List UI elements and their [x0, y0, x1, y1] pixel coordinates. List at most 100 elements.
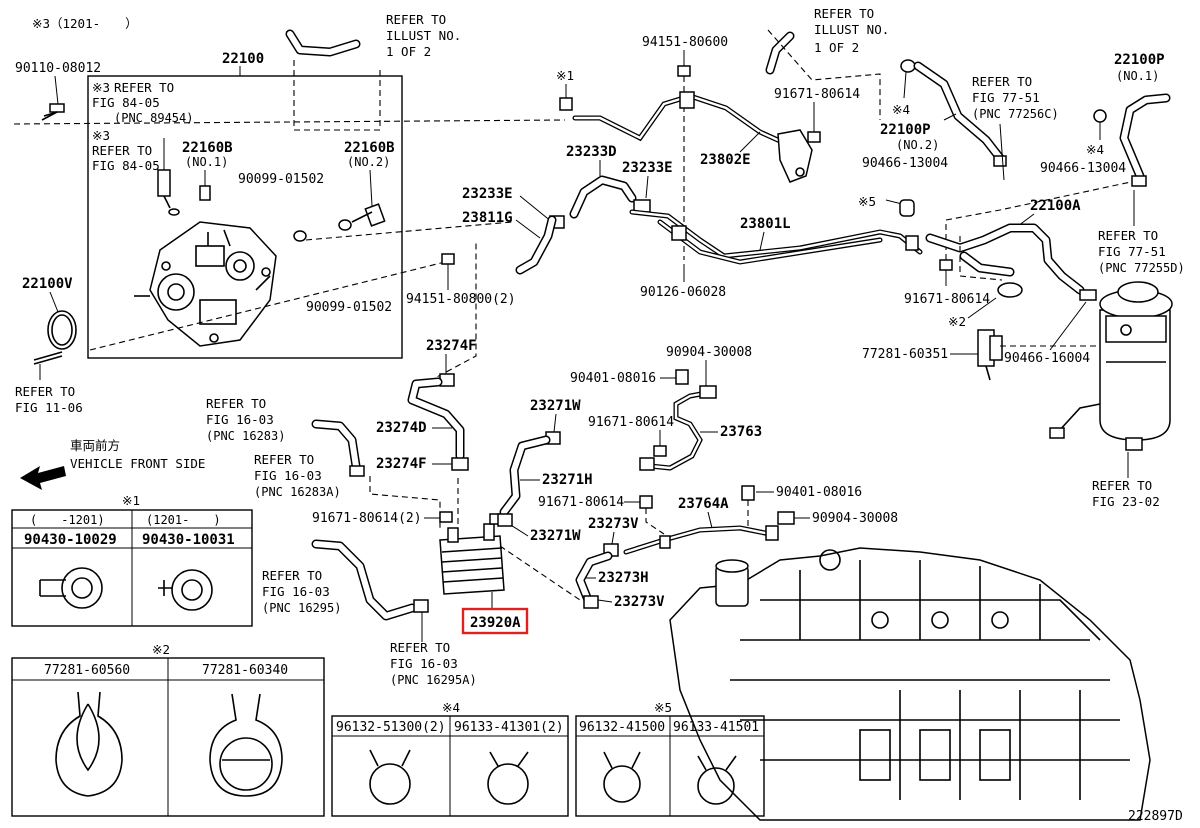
svg-text:REFER TO: REFER TO — [262, 568, 322, 583]
svg-text:REFER TO: REFER TO — [386, 12, 446, 27]
refer-fig2302[interactable]: REFER TO FIG 23-02 — [1092, 478, 1160, 509]
bolt-91671-c-icon — [653, 445, 667, 457]
clamp-90430-10029-icon — [39, 567, 103, 609]
refer-fig1603-d[interactable]: REFER TO FIG 16-03 (PNC 16295A) — [390, 640, 477, 687]
refer-illust-a[interactable]: REFER TO ILLUST NO. 1 OF 2 — [386, 12, 461, 59]
table1-col2-range: (1201- ) — [146, 513, 221, 527]
svg-text:(PNC 16283): (PNC 16283) — [206, 429, 285, 443]
svg-text:REFER TO: REFER TO — [254, 452, 314, 467]
label-94151-80600[interactable]: 94151-80600 — [642, 35, 728, 50]
label-90401-08016-a[interactable]: 90401-08016 — [570, 371, 656, 386]
label-90126-06028[interactable]: 90126-06028 — [640, 285, 726, 300]
hose-22100p-no1-icon — [1119, 93, 1171, 187]
refer-fig8405-b[interactable]: REFER TO FIG 84-05 — [92, 143, 160, 173]
label-91671-80614-a[interactable]: 91671-80614 — [774, 87, 860, 102]
svg-text:ILLUST NO.: ILLUST NO. — [386, 28, 461, 43]
svg-text:(PNC 16295): (PNC 16295) — [262, 601, 341, 615]
svg-text:REFER TO: REFER TO — [1098, 228, 1158, 243]
refer-illust-b[interactable]: REFER TO ILLUST NO. 1 OF 2 — [814, 6, 889, 55]
table4-col2[interactable]: 96133-41301(2) — [454, 720, 564, 735]
svg-text:REFER TO: REFER TO — [390, 640, 450, 655]
label-22160b-no2[interactable]: 22160B — [344, 140, 395, 156]
label-23802e[interactable]: 23802E — [700, 152, 751, 168]
label-90099-01502-a[interactable]: 90099-01502 — [238, 172, 324, 187]
refer-fig8405-a[interactable]: REFER TO FIG 84-05 (PNC 89454) — [92, 80, 193, 125]
marker-2: ※2 — [948, 314, 966, 329]
refer-fig1603-a[interactable]: REFER TO FIG 16-03 (PNC 16283) — [206, 396, 285, 443]
label-23801l[interactable]: 23801L — [740, 216, 791, 232]
label-90401-08016-b[interactable]: 90401-08016 — [776, 485, 862, 500]
clamp-23271w-b-icon — [497, 513, 513, 527]
label-23811g[interactable]: 23811G — [462, 210, 513, 226]
label-91671-80614-d[interactable]: 91671-80614 — [538, 495, 624, 510]
label-23273v-b[interactable]: 23273V — [614, 594, 665, 610]
label-22100v[interactable]: 22100V — [22, 276, 73, 292]
table1-col1[interactable]: 90430-10029 — [24, 532, 117, 548]
label-23764a[interactable]: 23764A — [678, 496, 729, 512]
sensor-22160b-no1-icon — [157, 138, 211, 216]
table5-marker: ※5 — [654, 700, 672, 715]
fuel-pump-inset-box — [87, 75, 403, 359]
diagram-id: 222897D — [1128, 809, 1183, 824]
clamp-96133-41501-icon — [697, 755, 737, 805]
clamp-marker5-icon — [899, 199, 915, 217]
label-90466-13004-b[interactable]: 90466-13004 — [1040, 161, 1126, 176]
table4-col1[interactable]: 96132-51300(2) — [336, 720, 446, 735]
refer-fig1603-c[interactable]: REFER TO FIG 16-03 (PNC 16295) — [262, 568, 341, 615]
label-23273v-a[interactable]: 23273V — [588, 516, 639, 532]
label-77281-60351[interactable]: 77281-60351 — [862, 347, 948, 362]
marker-3b: ※3 — [92, 128, 110, 143]
label-22100a[interactable]: 22100A — [1030, 198, 1081, 214]
clamp-marker1-icon — [559, 84, 573, 111]
label-23763[interactable]: 23763 — [720, 424, 762, 440]
label-90904-30008-a[interactable]: 90904-30008 — [666, 345, 752, 360]
label-22100p-no2[interactable]: 22100P — [880, 122, 931, 138]
label-90110-08012[interactable]: 90110-08012 — [15, 61, 101, 76]
label-22160b-no2-sub: (NO.2) — [347, 155, 390, 169]
label-91671-80614-e[interactable]: 91671-80614(2) — [312, 511, 422, 526]
hose-22100a-icon — [925, 223, 1085, 295]
marker-4a: ※4 — [892, 102, 910, 117]
label-91671-80614-c[interactable]: 91671-80614 — [588, 415, 674, 430]
label-23271w-b[interactable]: 23271W — [530, 528, 581, 544]
label-23274f-b[interactable]: 23274F — [376, 456, 427, 472]
hose-23271h-icon — [499, 435, 551, 517]
label-23233e-b[interactable]: 23233E — [462, 186, 513, 202]
bolt-90401-a-icon — [675, 369, 689, 385]
label-23271h[interactable]: 23271H — [542, 472, 593, 488]
clamp-96133-41301-icon — [487, 751, 529, 805]
label-23273h[interactable]: 23273H — [598, 570, 649, 586]
refer-fig1106[interactable]: REFER TO FIG 11-06 — [15, 384, 83, 415]
table5-col2[interactable]: 96133-41501 — [673, 720, 759, 735]
label-90904-30008-b[interactable]: 90904-30008 — [812, 511, 898, 526]
label-23271w-a[interactable]: 23271W — [530, 398, 581, 414]
label-23274d[interactable]: 23274D — [376, 420, 427, 436]
pipe-23763-icon — [639, 385, 717, 471]
union-23811g-icon — [515, 215, 557, 275]
label-23920a[interactable]: 23920A — [470, 615, 521, 631]
svg-text:REFER TO: REFER TO — [15, 384, 75, 399]
table2-col1[interactable]: 77281-60560 — [44, 663, 130, 678]
refer-fig1603-b[interactable]: REFER TO FIG 16-03 (PNC 16283A) — [254, 452, 341, 499]
refer-fig7751-b[interactable]: REFER TO FIG 77-51 (PNC 77255D) — [1098, 228, 1185, 275]
label-90466-16004[interactable]: 90466-16004 — [1004, 351, 1090, 366]
label-22100p-no1[interactable]: 22100P — [1114, 52, 1165, 68]
refer-fig7751-a[interactable]: REFER TO FIG 77-51 (PNC 77256C) — [972, 74, 1059, 121]
label-23233e-a[interactable]: 23233E — [622, 160, 673, 176]
table5-col1[interactable]: 96132-41500 — [579, 720, 665, 735]
svg-text:REFER TO: REFER TO — [114, 80, 174, 95]
marker-1: ※1 — [556, 68, 574, 83]
label-90466-13004-a[interactable]: 90466-13004 — [862, 156, 948, 171]
table1-col2[interactable]: 90430-10031 — [142, 532, 235, 548]
label-23233d[interactable]: 23233D — [566, 144, 617, 160]
hose-22100p-no2-icon — [913, 61, 1007, 167]
sensor-22160b-no2-icon — [293, 169, 386, 242]
label-94151-80800[interactable]: 94151-80800(2) — [406, 292, 516, 307]
front-label-en: VEHICLE FRONT SIDE — [70, 456, 205, 471]
label-23274f-a[interactable]: 23274F — [426, 338, 477, 354]
label-22100[interactable]: 22100 — [222, 51, 264, 67]
label-91671-80614-b[interactable]: 91671-80614 — [904, 292, 990, 307]
label-22160b-no1[interactable]: 22160B — [182, 140, 233, 156]
table2-col2[interactable]: 77281-60340 — [202, 663, 288, 678]
label-90099-01502-b[interactable]: 90099-01502 — [306, 300, 392, 315]
